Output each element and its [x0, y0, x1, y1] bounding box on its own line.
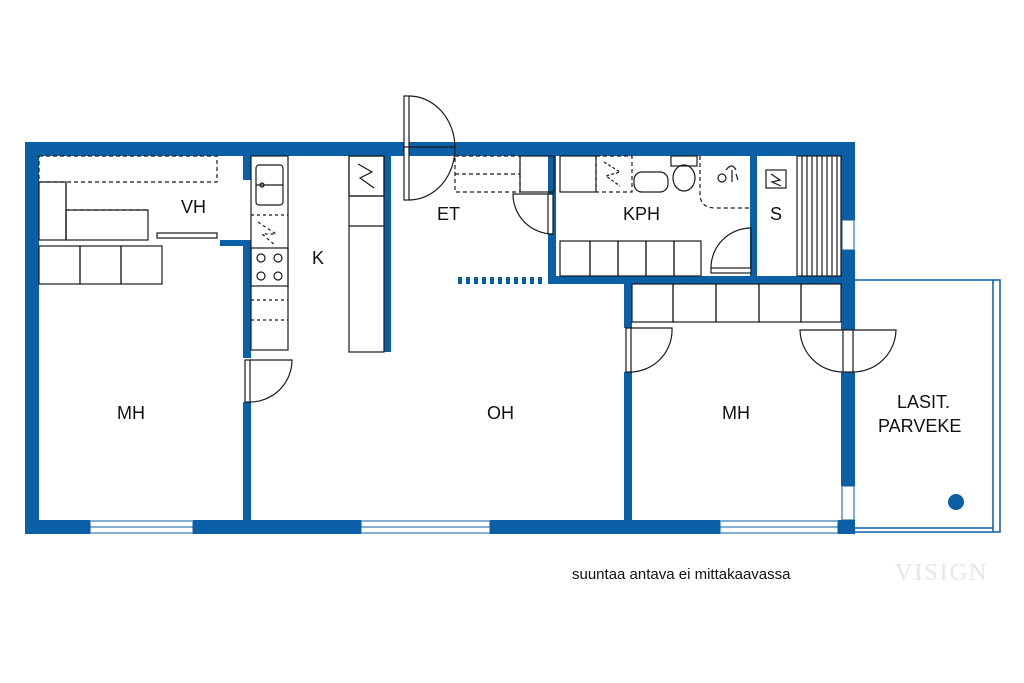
wall-mh-left-right — [243, 156, 251, 180]
balcony-door — [842, 329, 854, 373]
wardrobe — [715, 283, 760, 323]
room-label-et: ET — [437, 204, 460, 224]
room-label-s: S — [770, 204, 782, 224]
room-label-mh-left: MH — [117, 403, 145, 423]
room-label-mh-right: MH — [722, 403, 750, 423]
dashed-opening — [458, 277, 542, 284]
stove-icon — [250, 247, 289, 287]
wall-kitchen-partition — [384, 156, 391, 352]
outer-wall-right — [841, 142, 855, 220]
outer-wall-right — [841, 280, 855, 330]
wall-sauna-left — [750, 156, 757, 282]
wardrobe — [65, 209, 149, 241]
balcony — [855, 279, 1001, 533]
wardrobe — [758, 283, 802, 323]
outer-wall-bottom — [490, 520, 720, 534]
wall-vh-bottom — [220, 240, 251, 246]
wardrobe — [120, 245, 163, 285]
sliding-door — [156, 232, 218, 239]
room-labels: VH K ET KPH S MH OH MH LASIT. PARVEKE — [117, 197, 961, 436]
watermark-logo: VISIGN — [895, 560, 989, 586]
bathroom-cabinet — [673, 240, 702, 277]
wall-mh-right-left — [624, 372, 632, 522]
outer-wall-right — [841, 372, 855, 486]
fridge-icon — [348, 155, 385, 197]
toilet-tank — [670, 155, 698, 167]
door — [710, 267, 752, 274]
fixtures — [38, 155, 842, 353]
wall-bathroom-bottom — [548, 276, 855, 284]
scale-disclaimer: suuntaa antava ei mittakaavassa — [572, 566, 791, 583]
outer-wall-top — [25, 142, 855, 156]
washbasin-icon — [633, 171, 669, 193]
wardrobe — [800, 283, 842, 323]
wardrobe — [38, 245, 81, 285]
dishwasher-icon — [257, 221, 278, 247]
wall-mh-left-right — [243, 402, 251, 522]
window — [841, 485, 855, 521]
tall-cabinet — [348, 155, 385, 353]
outer-wall-bottom — [193, 520, 361, 534]
room-label-balcony-line2: PARVEKE — [878, 416, 961, 436]
room-label-oh: OH — [487, 403, 514, 423]
room-label-vh: VH — [181, 197, 206, 217]
washer — [559, 155, 597, 193]
window — [841, 219, 855, 251]
doors — [244, 95, 897, 403]
outer-wall-bottom — [838, 520, 855, 534]
bathroom-cabinet — [589, 240, 619, 277]
dryer — [595, 155, 633, 193]
door — [547, 193, 554, 235]
door — [625, 327, 632, 373]
room-label-kph: KPH — [623, 204, 660, 224]
outer-wall-right — [841, 250, 855, 280]
sauna-bench — [796, 155, 842, 277]
entrance-door — [403, 95, 410, 201]
bathroom-cabinet — [559, 240, 591, 277]
toilet-icon — [672, 164, 696, 192]
walls — [25, 142, 964, 534]
wall-mh-right-left — [624, 280, 632, 328]
sauna-heater-icon — [765, 169, 787, 189]
windows — [89, 219, 855, 534]
entrance-door-swing — [408, 95, 456, 201]
wardrobe — [631, 283, 674, 323]
shower-icon — [717, 173, 727, 183]
door — [244, 359, 251, 403]
bathroom-cabinet — [617, 240, 647, 277]
wardrobe — [79, 245, 122, 285]
shower-area — [699, 156, 750, 209]
wardrobe — [38, 155, 218, 183]
room-label-balcony-line1: LASIT. — [897, 392, 950, 412]
bathroom-cabinet — [645, 240, 675, 277]
wardrobe — [38, 181, 67, 241]
wardrobe — [672, 283, 717, 323]
room-label-k: K — [312, 248, 324, 268]
outer-wall-left — [25, 142, 39, 534]
wall-mh-left-right — [243, 240, 251, 358]
outer-wall-bottom — [25, 520, 90, 534]
balcony-drain-icon — [948, 494, 964, 510]
